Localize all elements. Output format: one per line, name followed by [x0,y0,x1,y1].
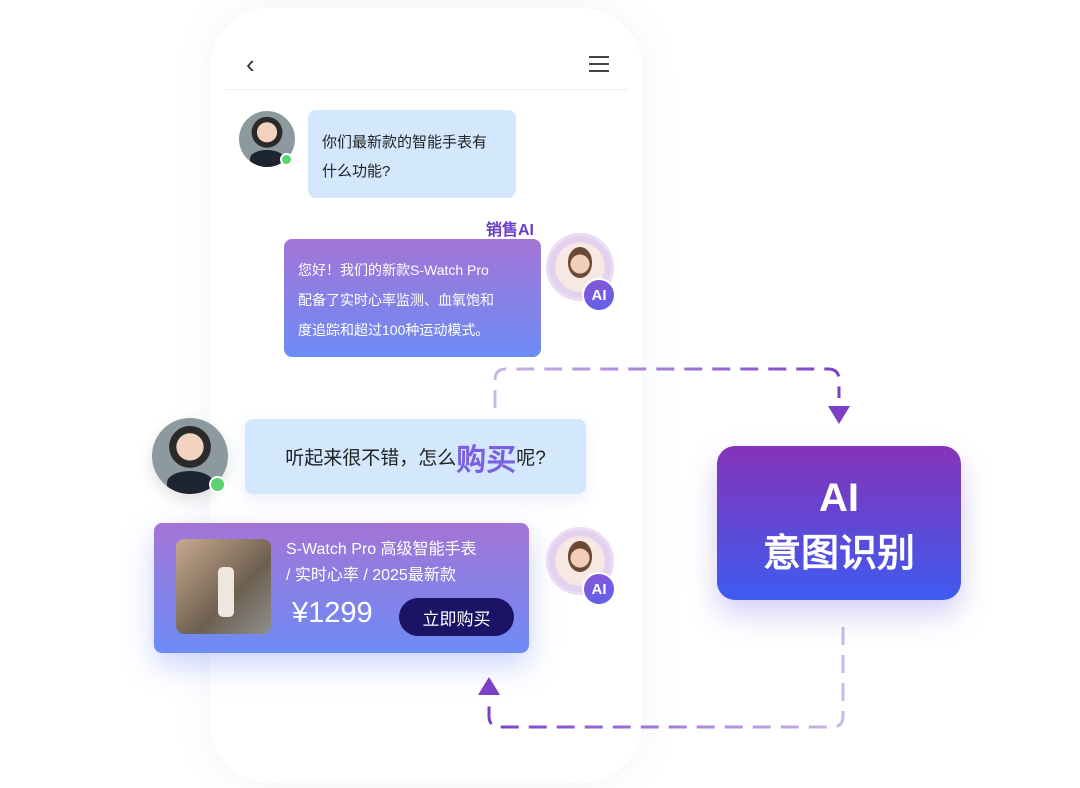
user-message-bubble: 听起来很不错，怎么购买呢? [245,419,586,494]
ai-badge: AI [582,572,616,606]
watch-icon [218,567,234,617]
online-status-dot [280,153,293,166]
user-message-bubble: 你们最新款的智能手表有 什么功能? [308,110,516,198]
product-image [176,539,271,634]
online-status-dot [209,476,226,493]
message-text: 什么功能? [322,163,391,180]
arrow-down-icon [828,406,850,424]
product-title-line: S-Watch Pro 高级智能手表 [286,541,477,558]
hamburger-menu-icon[interactable] [589,56,609,77]
highlighted-keyword: 购买 [456,443,517,477]
ai-agent-avatar [546,527,614,595]
user-avatar [239,111,295,167]
intent-box-subtitle: 意图识别 [762,533,915,575]
ai-badge: AI [582,278,616,312]
ai-intent-recognition-box: AI 意图识别 [717,446,961,600]
product-title-line: / 实时心率 / 2025最新款 [286,567,456,584]
back-chevron-icon[interactable]: ‹ [246,49,255,79]
buy-now-button[interactable]: 立即购买 [399,598,514,636]
message-text: 你们最新款的智能手表有 [322,134,488,151]
product-title: S-Watch Pro 高级智能手表 / 实时心率 / 2025最新款 [286,537,477,589]
flow-path-bottom [487,627,845,729]
flow-path-top [493,367,841,408]
ai-sender-name: 销售AI [486,222,535,239]
arrow-up-icon [478,677,500,695]
product-card[interactable]: S-Watch Pro 高级智能手表 / 实时心率 / 2025最新款 ¥129… [154,523,529,653]
product-price: ¥1299 [292,597,373,629]
message-text: 呢? [516,448,546,469]
message-text: 配备了实时心率监测、血氧饱和 [298,292,494,308]
message-text: 听起来很不错，怎么 [285,448,457,469]
ai-message-bubble: 您好！我们的新款S-Watch Pro 配备了实时心率监测、血氧饱和 度追踪和超… [284,239,541,357]
header-divider [226,89,628,90]
message-text: 您好！我们的新款S-Watch Pro [298,262,489,278]
intent-box-title: AI [819,476,859,520]
message-text: 度追踪和超过100种运动模式。 [298,322,490,338]
